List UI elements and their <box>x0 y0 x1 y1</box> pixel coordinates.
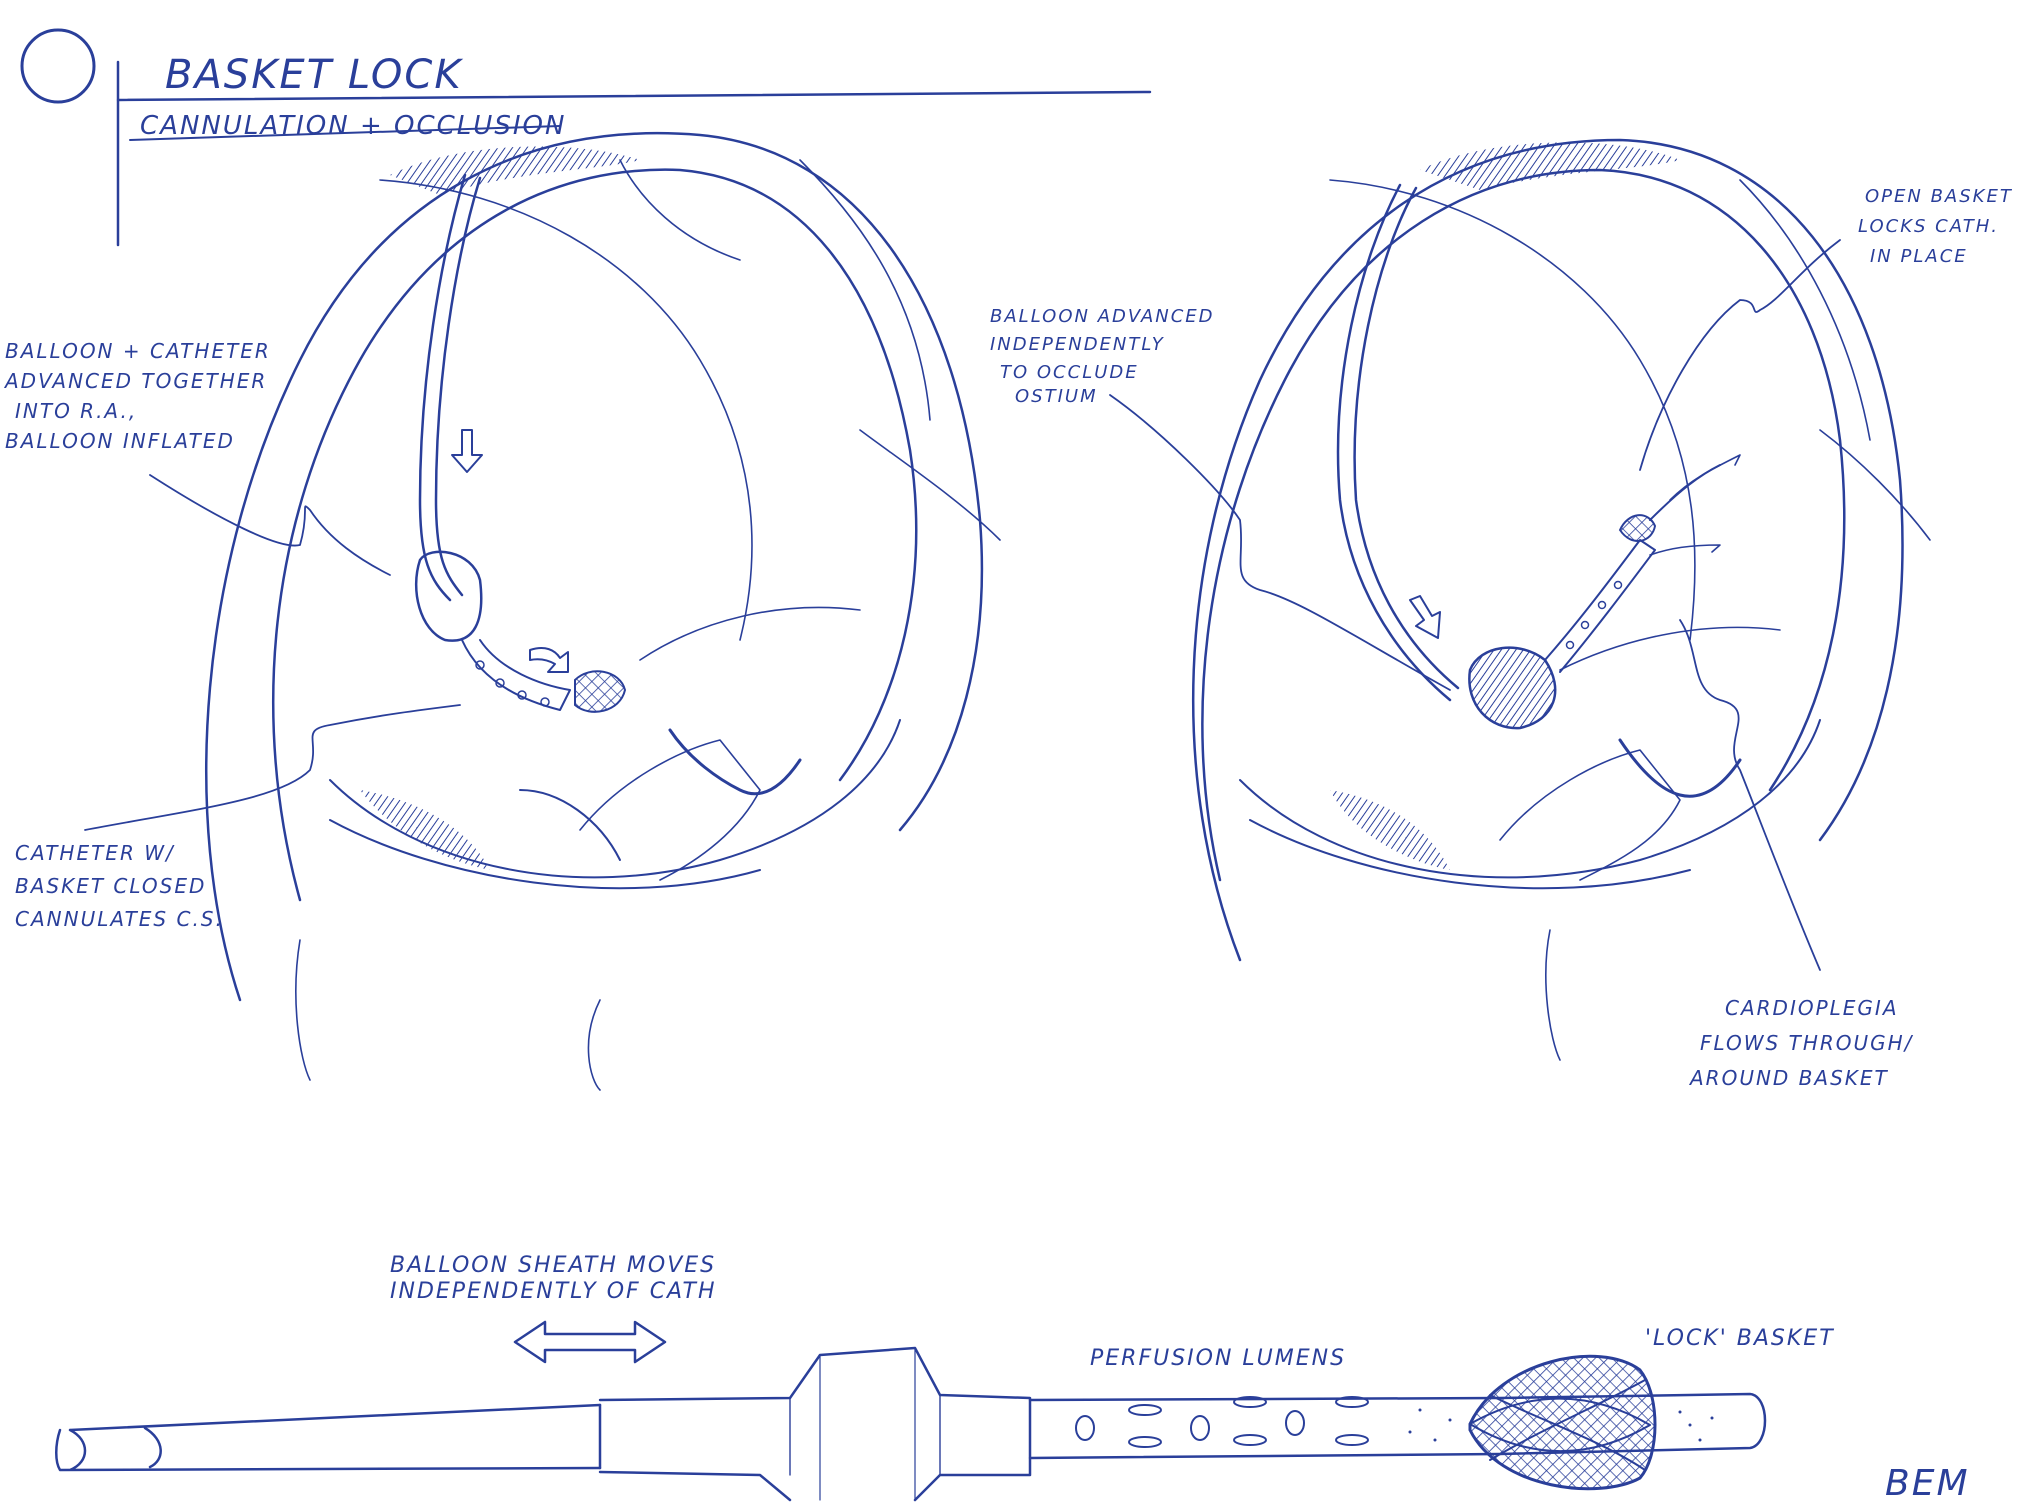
signature: BEM <box>1885 1463 1970 1504</box>
left-lower-shading <box>360 790 490 870</box>
double-arrow-icon <box>513 1320 667 1364</box>
callout-line: FLOWS THROUGH/ <box>1700 1031 1914 1055</box>
catheter-tube <box>1028 1392 1767 1460</box>
callout-right-flow: CARDIOPLEGIA FLOWS THROUGH/ AROUND BASKE… <box>1688 996 1914 1090</box>
right-balloon-advanced <box>1468 646 1557 730</box>
right-perfusion-holes <box>1565 580 1623 650</box>
right-arrow-icon <box>1409 595 1441 639</box>
perfusion-lumens <box>1075 1396 1369 1448</box>
callout-right-balloon: BALLOON ADVANCED INDEPENDENTLY TO OCCLUD… <box>990 306 1215 407</box>
callout-line: INTO R.A., <box>15 399 137 423</box>
left-curve-arrow-icon <box>529 647 569 673</box>
perfusion-lumens-label: PERFUSION LUMENS <box>1090 1346 1346 1371</box>
left-perfusion-holes <box>475 660 550 707</box>
callout-line: IN PLACE <box>1870 246 1968 267</box>
callout-line: BALLOON INFLATED <box>5 429 235 453</box>
left-basket-closed <box>574 670 627 713</box>
callout-line: OSTIUM <box>1015 386 1098 407</box>
callout-line: ADVANCED TOGETHER <box>3 369 267 393</box>
callout-left-bottom: CATHETER W/ BASKET CLOSED CANNULATES C.S… <box>15 841 224 931</box>
sheath-note-line: INDEPENDENTLY OF CATH <box>390 1279 717 1304</box>
balloon-sheath <box>598 1346 1032 1502</box>
lock-basket-label: 'LOCK' BASKET <box>1645 1326 1835 1351</box>
title-block: BASKET LOCK CANNULATION + OCCLUSION <box>20 28 1152 247</box>
callout-line: BASKET CLOSED <box>15 874 206 898</box>
right-lower-shading <box>1330 790 1450 870</box>
callout-line: TO OCCLUDE <box>1000 362 1139 383</box>
right-basket-open <box>1618 514 1657 542</box>
callout-line: CARDIOPLEGIA <box>1725 996 1899 1020</box>
left-rim-shading <box>390 146 640 195</box>
left-catheter <box>418 173 467 602</box>
page-subtitle: CANNULATION + OCCLUSION <box>140 111 566 141</box>
right-rim-shading <box>1420 142 1680 190</box>
left-balloon-inflated <box>415 550 483 642</box>
right-catheter <box>1336 183 1452 702</box>
callout-line: LOCKS CATH. <box>1858 216 1999 237</box>
left-heart-sketch <box>84 131 1001 1091</box>
outer-sheath <box>55 1403 602 1472</box>
callout-line: BALLOON + CATHETER <box>5 339 271 363</box>
page-title: BASKET LOCK <box>165 52 463 98</box>
callout-line: AROUND BASKET <box>1688 1066 1889 1090</box>
callout-right-basket: OPEN BASKET LOCKS CATH. IN PLACE <box>1858 186 2013 267</box>
callout-line: OPEN BASKET <box>1865 186 2013 207</box>
sheet-marker-circle <box>20 28 96 104</box>
callout-left-top: BALLOON + CATHETER ADVANCED TOGETHER INT… <box>3 339 271 453</box>
callout-line: BALLOON ADVANCED <box>990 306 1215 327</box>
callout-line: CANNULATES C.S. <box>15 907 224 931</box>
callout-line: INDEPENDENTLY <box>990 334 1165 355</box>
callout-line: CATHETER W/ <box>15 841 175 865</box>
basket-stipple <box>1408 1408 1714 1442</box>
left-down-arrow-icon <box>451 429 483 473</box>
right-heart-sketch <box>1109 138 1931 1061</box>
device-side-view: BALLOON SHEATH MOVES INDEPENDENTLY OF CA… <box>55 1253 1970 1504</box>
sheath-note-line: BALLOON SHEATH MOVES <box>390 1253 716 1278</box>
